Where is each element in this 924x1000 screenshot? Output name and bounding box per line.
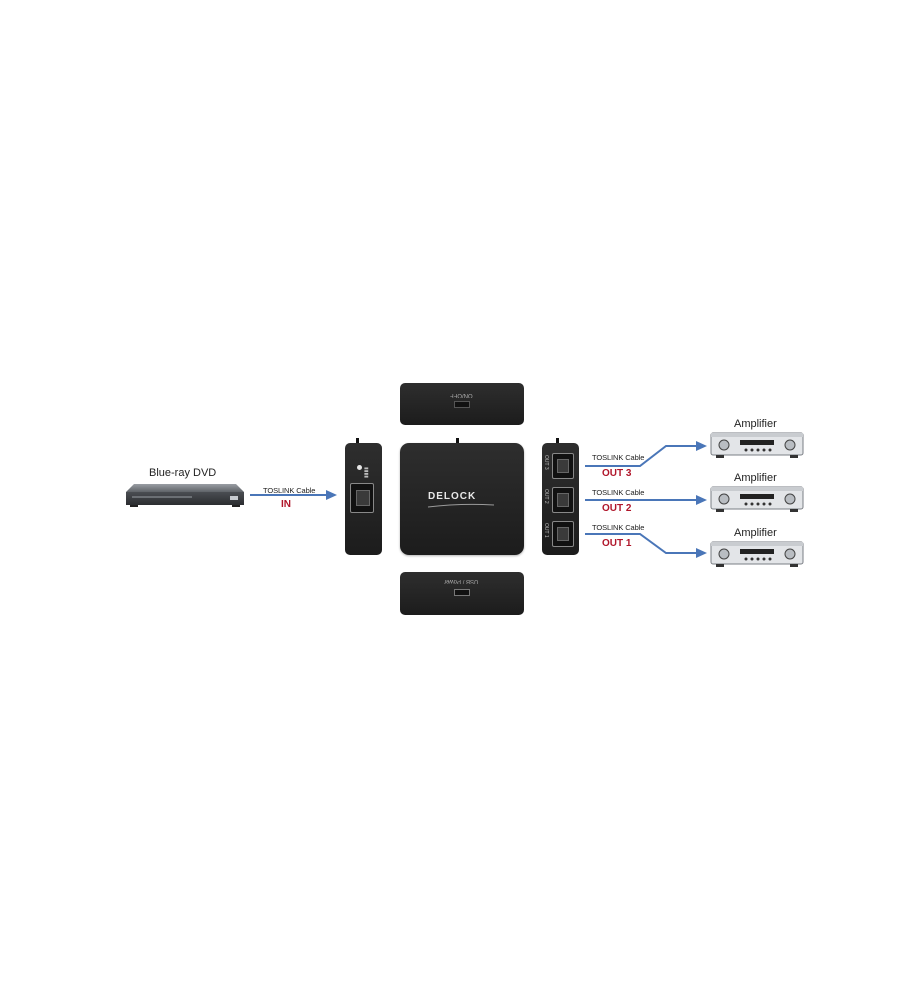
out1-cable-arrow [585, 533, 698, 554]
input-cable-label: TOSLINK Cable [263, 486, 316, 495]
logo-swoosh-icon [427, 503, 495, 508]
input-port-label: IN [281, 499, 291, 510]
splitter-input-side: ▮▮▮▮ [345, 438, 382, 555]
out2-port-label: OUT 2 [602, 503, 632, 514]
output-cable-arrows [585, 441, 707, 558]
on-off-switch [454, 401, 470, 408]
on-off-label: ON/OFF [450, 392, 473, 398]
out1-cable-label: TOSLINK Cable [592, 523, 645, 532]
out3-side-label: OUT 3 [543, 455, 549, 470]
toslink-in-port [350, 483, 374, 513]
splitter-output-side: OUT 3 OUT 2 OUT 1 [542, 438, 579, 555]
amplifier-icon [710, 541, 804, 567]
amplifier-2-label: Amplifier [734, 472, 777, 484]
splitter-input-side-notch [356, 438, 359, 443]
out1-port-label: OUT 1 [602, 538, 632, 549]
toslink-out2-port [552, 487, 574, 513]
amplifier-icon [710, 432, 804, 458]
source-device-label: Blue-ray DVD [149, 467, 217, 479]
out1-side-label: OUT 1 [543, 523, 549, 538]
splitter-input-side-mark: ▮▮▮▮ [363, 467, 369, 479]
toslink-out3-port [552, 453, 574, 479]
splitter-main-body: DELOCK [400, 438, 524, 555]
amplifier-3-label: Amplifier [734, 527, 777, 539]
out2-side-label: OUT 2 [543, 489, 549, 504]
out3-port-label: OUT 3 [602, 468, 632, 479]
splitter-bottom-view: USB / Power [400, 572, 524, 615]
usb-power-label: USB / Power [444, 578, 479, 584]
led-indicator-icon [357, 465, 362, 470]
amplifier-icon [710, 486, 804, 512]
delock-logo: DELOCK [428, 491, 477, 502]
out3-cable-arrow [585, 445, 698, 467]
amplifier-1-label: Amplifier [734, 418, 777, 430]
usb-port-icon [454, 589, 470, 596]
toslink-out1-port [552, 521, 574, 547]
out3-cable-label: TOSLINK Cable [592, 453, 645, 462]
input-cable-arrow [250, 490, 337, 500]
out2-cable-label: TOSLINK Cable [592, 488, 645, 497]
blu-ray-player-icon [126, 484, 244, 507]
splitter-top-view: ON/OFF [400, 383, 524, 425]
